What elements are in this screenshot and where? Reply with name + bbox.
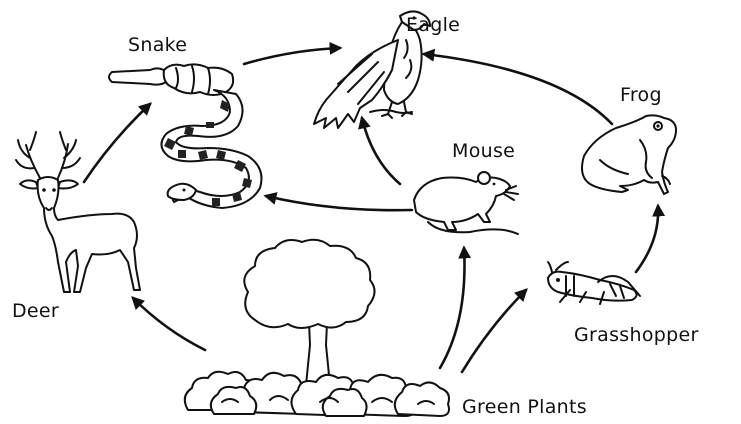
arrow-mouse-to-eagle [362, 118, 400, 184]
snake-icon [109, 64, 262, 208]
arrow-plants-to-deer [133, 298, 205, 350]
label-eagle: Eagle [406, 14, 460, 36]
grasshopper-icon [548, 262, 640, 304]
label-grasshopper: Grasshopper [574, 324, 699, 346]
frog-icon [582, 115, 676, 194]
label-green-plants: Green Plants [462, 396, 587, 418]
green-plants-icon [185, 240, 449, 416]
arrow-mouse-to-snake [266, 196, 412, 210]
arrow-plants-to-grasshopper [462, 290, 526, 372]
label-mouse: Mouse [452, 140, 515, 162]
arrow-frog-to-eagle [424, 54, 612, 124]
deer-icon [16, 132, 140, 292]
arrow-deer-to-snake [84, 104, 150, 182]
label-deer: Deer [12, 300, 59, 322]
arrow-grasshopper-to-frog [636, 206, 658, 272]
arrow-plants-to-mouse [440, 248, 465, 368]
label-snake: Snake [128, 34, 187, 56]
label-frog: Frog [620, 84, 662, 106]
arrow-snake-to-eagle [244, 48, 340, 64]
mouse-icon [414, 172, 518, 234]
